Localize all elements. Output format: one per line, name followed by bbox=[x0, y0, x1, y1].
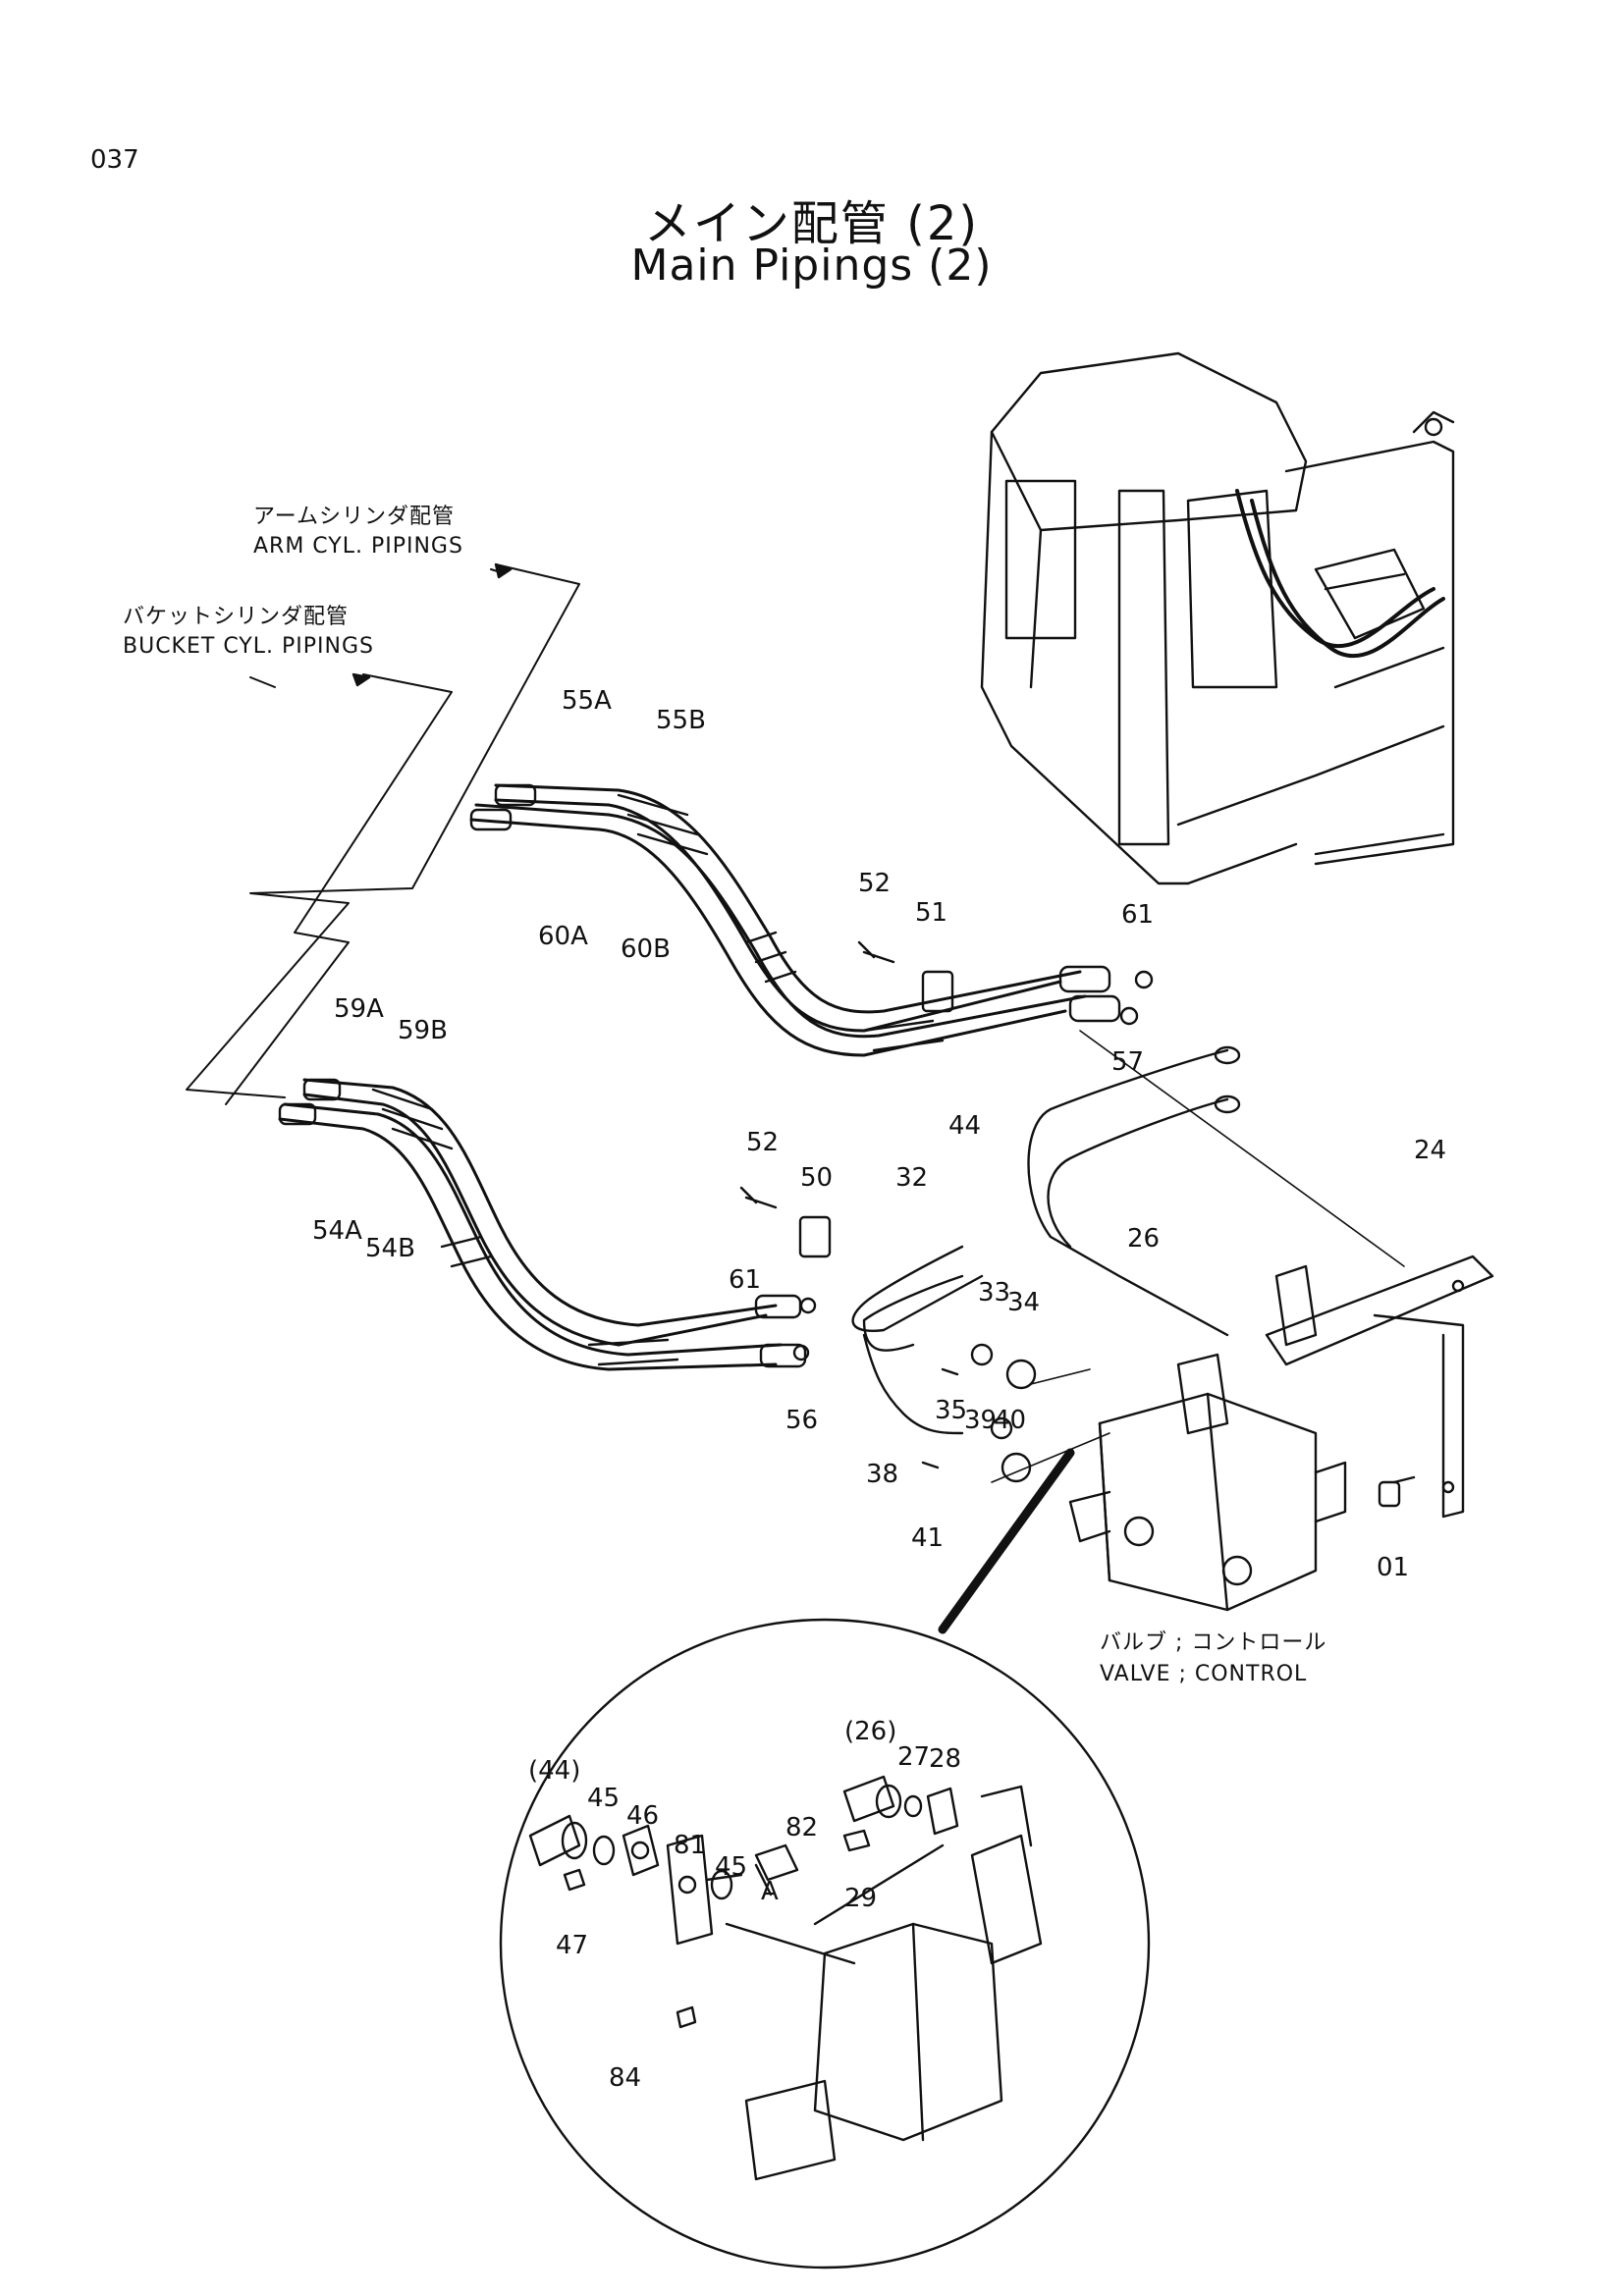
detail-label-81: 81 bbox=[674, 1831, 706, 1860]
part-label-61-lower: 61 bbox=[729, 1265, 761, 1295]
detail-circle bbox=[499, 1618, 1151, 2269]
part-label-24: 24 bbox=[1414, 1136, 1446, 1165]
bucket-cyl-note-jp: バケットシリンダ配管 bbox=[123, 605, 349, 629]
arm-cyl-note-jp: アームシリンダ配管 bbox=[253, 505, 455, 529]
assembly-leaders bbox=[991, 1030, 1405, 1483]
part-label-55B: 55B bbox=[656, 706, 706, 735]
detail-label-27: 27 bbox=[897, 1742, 930, 1772]
excavator-cab-illustration bbox=[980, 351, 1455, 885]
lower-hose-bundle bbox=[278, 1078, 807, 1371]
part-label-60B: 60B bbox=[621, 934, 671, 964]
detail-label-45-right: 45 bbox=[715, 1852, 747, 1882]
detail-label-45-left: 45 bbox=[587, 1784, 620, 1813]
part-label-57: 57 bbox=[1111, 1047, 1144, 1077]
part-label-38: 38 bbox=[866, 1460, 898, 1489]
part-label-32: 32 bbox=[895, 1163, 928, 1193]
part-label-56: 56 bbox=[785, 1406, 818, 1435]
detail-label-26: (26) bbox=[844, 1717, 896, 1746]
control-valve bbox=[1068, 1264, 1416, 1612]
part-label-52-upper: 52 bbox=[858, 869, 891, 898]
detail-label-47: 47 bbox=[556, 1931, 588, 1960]
part-label-54A: 54A bbox=[312, 1216, 362, 1246]
part-label-61-upper: 61 bbox=[1121, 900, 1154, 930]
detail-assembly bbox=[528, 1775, 1043, 2181]
detail-pointer bbox=[938, 1448, 1075, 1634]
bracket-24 bbox=[1265, 1255, 1494, 1519]
valve-note-jp: バルブ ; コントロール bbox=[1100, 1630, 1326, 1655]
part-label-33: 33 bbox=[978, 1278, 1010, 1308]
part-label-34: 34 bbox=[1007, 1288, 1040, 1317]
steel-pipes bbox=[851, 1045, 1241, 1435]
part-label-59B: 59B bbox=[398, 1016, 448, 1045]
detail-label-A: A bbox=[761, 1877, 779, 1906]
title-japanese: メイン配管 (2) bbox=[643, 196, 980, 251]
page-number: 037 bbox=[90, 145, 139, 175]
upper-hose-bundle bbox=[469, 783, 1121, 1057]
detail-label-46: 46 bbox=[626, 1801, 659, 1831]
part-label-01: 01 bbox=[1377, 1553, 1409, 1582]
part-label-51: 51 bbox=[915, 898, 947, 928]
clamps-and-fittings bbox=[739, 940, 1154, 1483]
part-label-39: 39 bbox=[964, 1406, 997, 1435]
bucket-cyl-note-en: BUCKET CYL. PIPINGS bbox=[123, 634, 374, 659]
detail-label-44: (44) bbox=[528, 1756, 580, 1786]
part-label-52-lower: 52 bbox=[746, 1128, 779, 1157]
part-label-59A: 59A bbox=[334, 994, 384, 1024]
part-label-41: 41 bbox=[911, 1523, 944, 1553]
part-label-50: 50 bbox=[800, 1163, 833, 1193]
detail-label-28: 28 bbox=[929, 1744, 961, 1774]
part-label-40: 40 bbox=[994, 1406, 1026, 1435]
detail-label-29: 29 bbox=[844, 1884, 877, 1913]
arm-cyl-note-en: ARM CYL. PIPINGS bbox=[253, 534, 463, 559]
part-label-26: 26 bbox=[1127, 1224, 1160, 1254]
part-label-60A: 60A bbox=[538, 922, 588, 951]
detail-label-84: 84 bbox=[609, 2063, 641, 2093]
part-label-44: 44 bbox=[948, 1111, 981, 1141]
part-label-54B: 54B bbox=[365, 1234, 415, 1263]
part-label-35: 35 bbox=[935, 1396, 967, 1425]
valve-note-en: VALVE ; CONTROL bbox=[1100, 1662, 1307, 1686]
detail-label-82: 82 bbox=[785, 1813, 818, 1842]
part-label-55A: 55A bbox=[562, 686, 612, 716]
title-english: Main Pipings (2) bbox=[630, 240, 993, 291]
